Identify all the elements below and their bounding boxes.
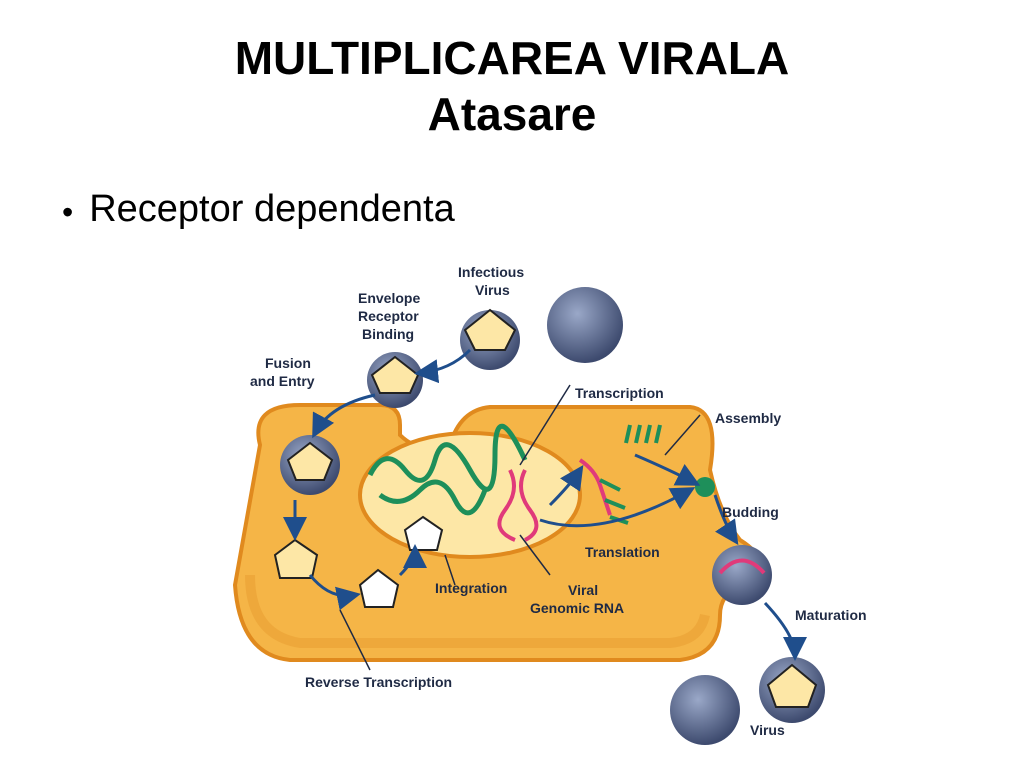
arrow-assembly (634, 453, 701, 486)
label-infectious-virus-1: Infectious (458, 264, 524, 280)
assembly-proteins (624, 424, 662, 444)
arrow-transcription (548, 465, 584, 507)
label-viral-rna-2: Genomic RNA (530, 600, 624, 616)
infectious-virus-particle (547, 287, 623, 363)
entered-virion (280, 435, 340, 495)
bullet-item: • Receptor dependenta (62, 188, 455, 236)
nucleus (358, 431, 582, 559)
cell-inner-shade (245, 574, 710, 648)
assembly-cluster (695, 477, 715, 497)
label-fusion-1: Fusion (265, 355, 311, 371)
cytoplasm-rna (578, 458, 612, 516)
budding-virion (712, 545, 772, 605)
label-fusion-2: and Entry (250, 373, 315, 389)
mature-virion (759, 657, 825, 723)
arrow-translation (539, 487, 696, 528)
viral-rna-nucleus (497, 469, 539, 542)
bullet-text: Receptor dependenta (89, 188, 455, 230)
arrow-entry (312, 393, 376, 439)
slide-title: MULTIPLICAREA VIRALA Atasare (0, 30, 1024, 142)
title-line-2: Atasare (427, 88, 597, 140)
label-budding: Budding (722, 504, 779, 520)
label-integration: Integration (435, 580, 507, 596)
bullet-dot-icon: • (62, 194, 74, 230)
diagram-svg: Infectious Virus Envelope Receptor Bindi… (232, 264, 867, 745)
arrow-to-nucleus (398, 544, 427, 577)
uncoated-capsid (273, 515, 444, 608)
arrow-budding (713, 494, 739, 545)
host-dna (367, 423, 528, 516)
label-transcription: Transcription (575, 385, 664, 401)
released-virus-particle (670, 675, 740, 745)
viral-replication-diagram: Infectious Virus Envelope Receptor Bindi… (220, 255, 900, 765)
arrow-rt (308, 574, 361, 611)
envelope-binding-virion (460, 308, 520, 370)
label-virus: Virus (750, 722, 785, 738)
label-envelope-2: Receptor (358, 308, 419, 324)
arrow-maturation (763, 601, 807, 661)
arrow-attach (414, 348, 472, 384)
fusion-virion (367, 352, 423, 408)
label-maturation: Maturation (795, 607, 867, 623)
label-reverse-transcription: Reverse Transcription (305, 674, 452, 690)
label-assembly: Assembly (715, 410, 781, 426)
title-line-1: MULTIPLICAREA VIRALA (234, 32, 790, 84)
label-translation: Translation (585, 544, 660, 560)
process-arrows (283, 348, 807, 661)
label-viral-rna-1: Viral (568, 582, 598, 598)
label-envelope-1: Envelope (358, 290, 420, 306)
label-envelope-3: Binding (362, 326, 414, 342)
label-infectious-virus-2: Virus (475, 282, 510, 298)
label-leaders (339, 384, 701, 671)
